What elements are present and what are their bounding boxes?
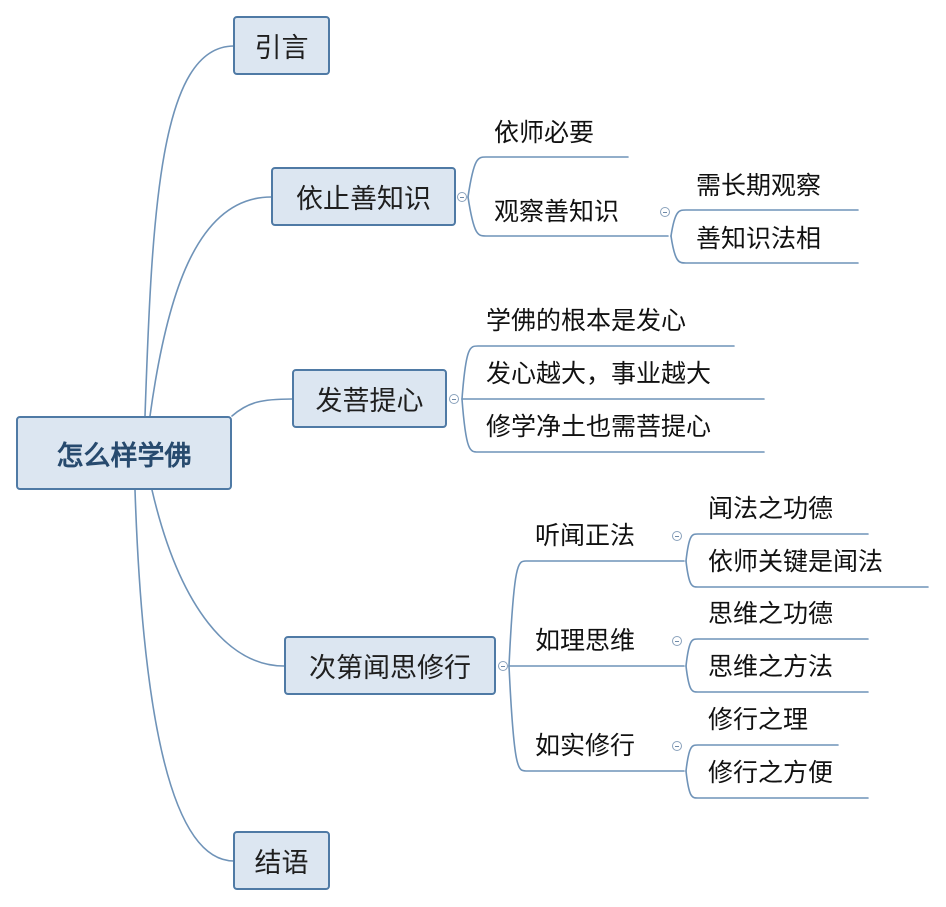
topic-bodhicitta-item-1[interactable]: 学佛的根本是发心 (486, 306, 687, 335)
collapse-reliance-icon[interactable] (457, 192, 467, 202)
topic-bodhicitta-item-2[interactable]: 发心越大，事业越大 (486, 359, 712, 388)
link-listen-item1 (685, 533, 869, 562)
topic-necessity[interactable]: 依师必要 (494, 118, 595, 147)
link-reliance-observe (467, 196, 669, 237)
branch-practice[interactable]: 次第闻思修行 (284, 636, 496, 695)
topic-listen-item-1[interactable]: 闻法之功德 (708, 494, 834, 523)
topic-bodhicitta-item-3[interactable]: 修学净土也需菩提心 (486, 412, 712, 441)
link-observe-item1 (670, 209, 859, 237)
link-cultivate-item2 (685, 770, 869, 799)
topic-observe-item-1[interactable]: 需长期观察 (696, 171, 822, 200)
link-cultivate-item1 (685, 744, 839, 772)
topic-reflect-item-1[interactable]: 思维之功德 (708, 599, 834, 628)
collapse-practice-icon[interactable] (498, 661, 508, 671)
topic-reflect-item-2[interactable]: 思维之方法 (708, 652, 834, 681)
collapse-listen-icon[interactable] (672, 531, 682, 541)
topic-observe[interactable]: 观察善知识 (494, 197, 620, 226)
collapse-observe-icon[interactable] (660, 207, 670, 217)
branch-conclusion[interactable]: 结语 (233, 831, 330, 890)
branch-reliance[interactable]: 依止善知识 (271, 167, 456, 226)
link-observe-item2 (670, 235, 859, 264)
link-reliance-necessity (467, 156, 629, 198)
root-node[interactable]: 怎么样学佛 (16, 416, 232, 490)
link-practice-listen (508, 560, 685, 667)
topic-listen[interactable]: 听闻正法 (535, 521, 636, 550)
collapse-cultivate-icon[interactable] (672, 741, 682, 751)
link-bodhicitta-item3 (461, 398, 765, 453)
link-reflect-item2 (685, 665, 869, 693)
link-listen-item2 (685, 560, 929, 588)
link-root-intro (144, 45, 235, 417)
collapse-bodhicitta-icon[interactable] (449, 394, 459, 404)
topic-listen-item-2[interactable]: 依师关键是闻法 (708, 547, 884, 576)
branch-bodhicitta[interactable]: 发菩提心 (292, 369, 447, 428)
link-root-reliance (149, 196, 272, 417)
link-practice-cultivate (508, 665, 685, 772)
link-root-practice (151, 489, 285, 667)
link-root-bodhicitta (231, 398, 293, 417)
link-root-conclusion (134, 489, 235, 862)
topic-observe-item-2[interactable]: 善知识法相 (696, 224, 822, 253)
topic-cultivate-item-1[interactable]: 修行之理 (708, 705, 809, 734)
branch-intro[interactable]: 引言 (233, 16, 330, 75)
collapse-reflect-icon[interactable] (672, 636, 682, 646)
topic-cultivate-item-2[interactable]: 修行之方便 (708, 758, 834, 787)
link-bodhicitta-item1 (461, 345, 735, 400)
topic-cultivate[interactable]: 如实修行 (535, 731, 636, 760)
topic-reflect[interactable]: 如理思维 (535, 626, 636, 655)
link-reflect-item1 (685, 638, 869, 667)
